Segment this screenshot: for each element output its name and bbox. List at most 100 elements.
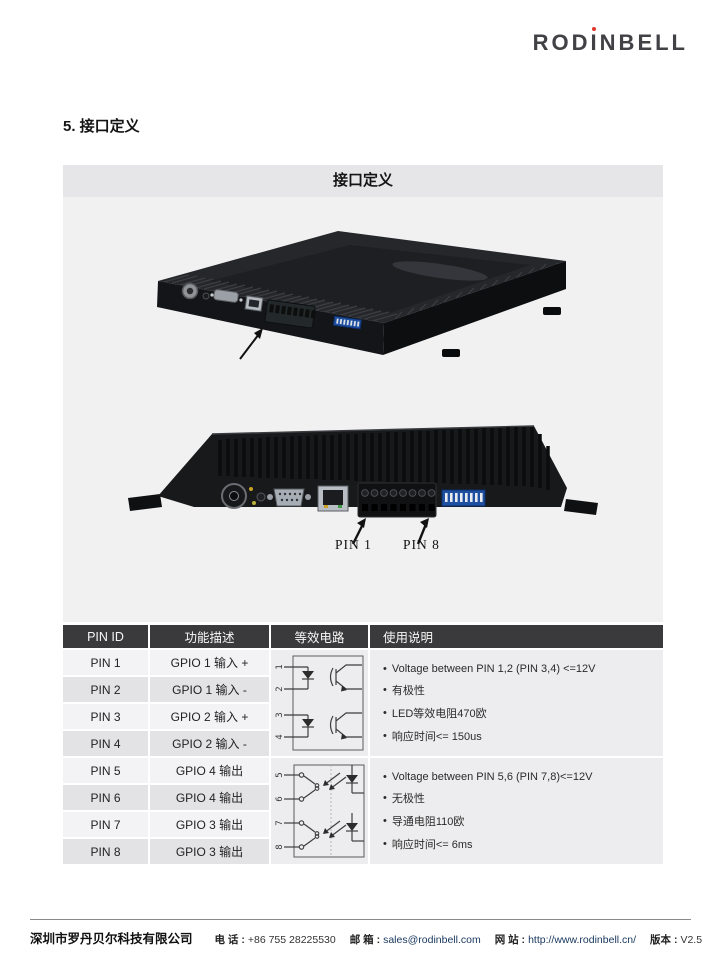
device-right-face	[383, 261, 566, 355]
note-item: 响应时间<= 6ms	[383, 836, 663, 852]
interface-panel: 接口定义	[63, 165, 663, 622]
table-row-function: GPIO 4 输出	[150, 758, 269, 783]
brand-logo-text-2: NBELL	[599, 30, 688, 55]
note-item: 有极性	[383, 682, 663, 698]
db9-port	[210, 289, 243, 303]
note-item: 无极性	[383, 790, 663, 806]
table-row-pin-id: PIN 4	[63, 731, 148, 756]
circuit-diagram-input: 1 2 3 4	[271, 650, 368, 756]
table-row-function: GPIO 3 输出	[150, 839, 269, 864]
circuit-pin-number: 3	[275, 712, 285, 717]
rj45-port-rear	[317, 485, 349, 512]
antenna-connector	[181, 282, 199, 300]
terminal-block	[264, 299, 316, 329]
note-item: LED等效电阻470欧	[383, 705, 663, 721]
arrow-icon-terminal-block	[239, 328, 263, 360]
website-label: 网 站 :	[494, 934, 526, 946]
terminal-block-rear	[357, 482, 437, 518]
led-indicator-2	[252, 501, 256, 505]
email-label: 邮 箱 :	[349, 934, 381, 946]
circuit-pin-number: 1	[275, 664, 285, 669]
led-symbol-1	[301, 671, 314, 679]
col-header-pin-id: PIN ID	[63, 625, 148, 648]
table-row-pin-id: PIN 2	[63, 677, 148, 702]
input-circuit-svg: 1 2 3 4	[275, 655, 363, 751]
power-connector	[221, 483, 247, 509]
coupling-arrow-1	[322, 780, 329, 786]
arrow-icon-pin1	[351, 518, 366, 545]
version-label: 版本 :	[650, 934, 678, 946]
mount-ear-left	[128, 494, 162, 511]
device-photo-perspective	[157, 231, 566, 360]
diode-symbol-2	[345, 823, 358, 831]
panel-body: PIN 1 PIN 8	[63, 197, 663, 622]
audio-jack-rear	[256, 492, 266, 502]
table-row-function: GPIO 1 输入 +	[150, 650, 269, 675]
phone-number: +86 755 28225530	[247, 934, 336, 946]
arrow-icon-pin8	[416, 518, 429, 545]
table-row-pin-id: PIN 3	[63, 704, 148, 729]
db9-port-rear	[267, 488, 311, 507]
col-header-function: 功能描述	[150, 625, 269, 648]
usage-notes-input: Voltage between PIN 1,2 (PIN 3,4) <=12V …	[370, 650, 663, 756]
table-row-pin-id: PIN 8	[63, 839, 148, 864]
emitter-arrow-2	[340, 733, 347, 740]
device-top-highlight	[211, 425, 535, 435]
device-top-recess	[210, 245, 530, 313]
brand-logo-text: ROD	[532, 30, 591, 55]
rj45-port	[244, 295, 264, 312]
table-row-pin-id: PIN 6	[63, 785, 148, 810]
audio-jack	[202, 292, 210, 300]
circuit-diagram-output: 5 6 7 8	[271, 758, 368, 864]
note-item: 导通电阻110欧	[383, 813, 663, 829]
usage-notes-output: Voltage between PIN 5,6 (PIN 7,8)<=12V 无…	[370, 758, 663, 864]
pin-definition-table: PIN ID 功能描述 等效电路 使用说明 PIN 1 GPIO 1 输入 + …	[63, 625, 663, 864]
coupling-arrow-4	[328, 832, 335, 838]
led-symbol-2	[301, 719, 314, 727]
emitter-arrow-1	[340, 685, 347, 692]
brand-logo-i-dot: I	[590, 27, 600, 55]
website-link[interactable]: http://www.rodinbell.cn/	[528, 934, 637, 946]
led-indicator-1	[249, 487, 253, 491]
company-name: 深圳市罗丹贝尔科技有限公司	[30, 932, 193, 946]
table-row-function: GPIO 4 输出	[150, 785, 269, 810]
version-value: V2.5	[680, 934, 703, 946]
device-top-logo-area	[392, 261, 488, 281]
phone-label: 电 话 :	[214, 934, 245, 946]
table-row-function: GPIO 3 输出	[150, 812, 269, 837]
table-row-function: GPIO 2 输入 -	[150, 731, 269, 756]
col-header-circuit: 等效电路	[271, 625, 368, 648]
table-row-pin-id: PIN 1	[63, 650, 148, 675]
device-photo-rear	[128, 425, 598, 545]
note-item: 响应时间<= 150us	[383, 728, 663, 744]
device-foot-2	[442, 349, 460, 357]
page-footer: 深圳市罗丹贝尔科技有限公司 电 话 : +86 755 28225530 邮 箱…	[30, 919, 702, 947]
diode-symbol-1	[345, 775, 358, 783]
dip-switch-rear	[441, 489, 486, 507]
pin-callout-labels: PIN 1 PIN 8	[120, 537, 610, 557]
table-row-pin-id: PIN 5	[63, 758, 148, 783]
circuit-pin-number: 5	[275, 772, 285, 777]
pin8-callout-label: PIN 8	[403, 537, 440, 552]
dip-switch	[332, 315, 362, 330]
device-foot	[543, 307, 561, 315]
circuit-pin-number: 2	[275, 686, 285, 691]
device-fins	[218, 427, 550, 490]
email-link[interactable]: sales@rodinbell.com	[383, 934, 481, 946]
mount-ear-right	[564, 499, 598, 515]
col-header-usage: 使用说明	[370, 625, 663, 648]
table-row-pin-id: PIN 7	[63, 812, 148, 837]
panel-header: 接口定义	[63, 165, 663, 197]
circuit-pin-number: 6	[275, 796, 285, 801]
table-row-function: GPIO 1 输入 -	[150, 677, 269, 702]
circuit-pin-number: 7	[275, 820, 285, 825]
output-circuit-svg: 5 6 7 8	[275, 764, 364, 858]
circuit-pin-number: 4	[275, 734, 285, 739]
coupling-arrow-2	[328, 784, 335, 790]
section-title: 5. 接口定义	[63, 118, 140, 135]
circuit-pin-number: 8	[275, 844, 285, 849]
pin1-callout-label: PIN 1	[335, 537, 372, 552]
note-item: Voltage between PIN 1,2 (PIN 3,4) <=12V	[383, 663, 663, 675]
note-item: Voltage between PIN 5,6 (PIN 7,8)<=12V	[383, 771, 663, 783]
